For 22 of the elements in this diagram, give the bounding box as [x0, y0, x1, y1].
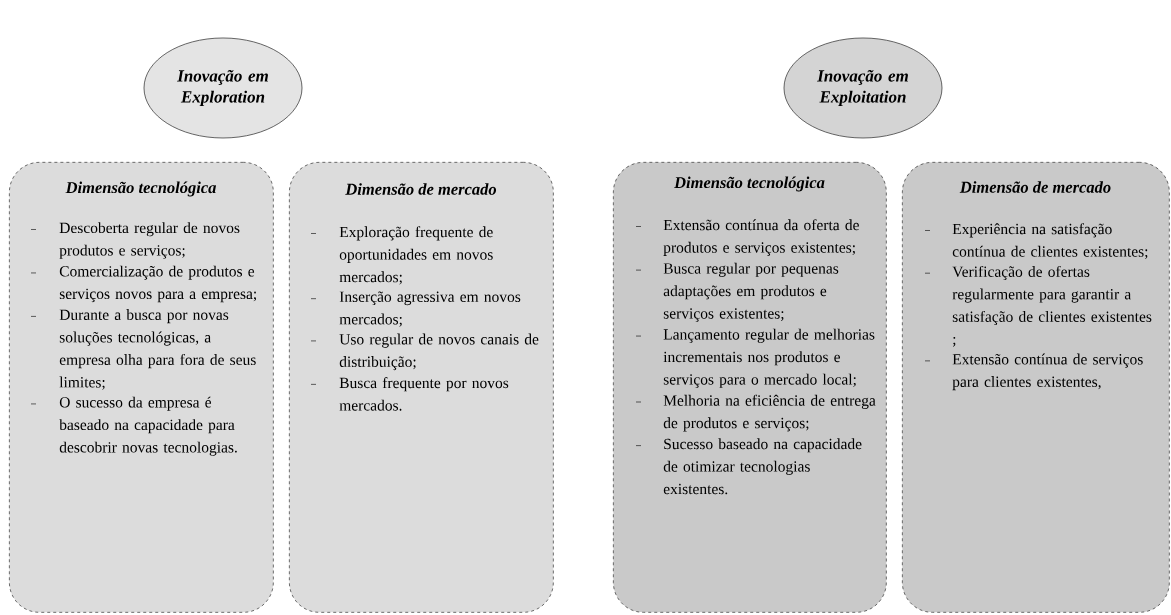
list-item: Uso regular de novos canais de distribuição; — [310, 333, 539, 371]
list-item: Experiência na satisfação contínua de clientes existentes; — [924, 223, 1148, 259]
ellipse-node: Inovação em Exploitation — [783, 37, 943, 139]
ellipse-node: Inovação em Exploration — [143, 37, 303, 139]
list-item: Lançamento regular de melhorias incrementais nos produtos e serviços para o mercado local; — [635, 328, 875, 388]
list-item: O sucesso da empresa é baseado na capacidade para descobrir novas tecnologias. — [30, 396, 237, 456]
list-item: Extensão contínua da oferta de produtos e serviços existentes; — [635, 219, 859, 256]
list-item: Melhoria na eficiência de entrega de produtos e serviços; — [635, 394, 876, 432]
box-heading: Dimensão tecnológica — [65, 181, 216, 197]
list-item: Exploração frequente de oportunidades em novos mercados; — [310, 226, 493, 285]
list-item: Durante a busca por novas soluções tecnológicas, a empresa olha para fora de seus limites; — [30, 309, 256, 390]
list-item: Busca regular por pequenas adaptações em produtos e serviços existentes; — [635, 262, 839, 322]
box-heading: Dimensão de mercado — [345, 183, 497, 195]
list-item: Sucesso baseado na capacidade de otimizar tecnologias existentes. — [635, 438, 862, 495]
list-item: Comercialização de produtos e serviços novos para a empresa; — [30, 265, 256, 303]
list-item: Inserção agressiva em novos mercados; — [310, 291, 521, 327]
box-heading: Dimensão tecnológica — [674, 176, 825, 192]
list-item: Verificação de ofertas regularmente para garantir a satisfação de clientes existentes ; — [924, 265, 1152, 347]
list-item: Extensão contínua de serviços para clientes existentes, — [924, 353, 1143, 391]
list-item: Descoberta regular de novos produtos e serviços; — [30, 222, 240, 259]
box-heading: Dimensão de mercado — [959, 181, 1111, 193]
list-item: Busca frequente por novos mercados. — [310, 377, 509, 411]
